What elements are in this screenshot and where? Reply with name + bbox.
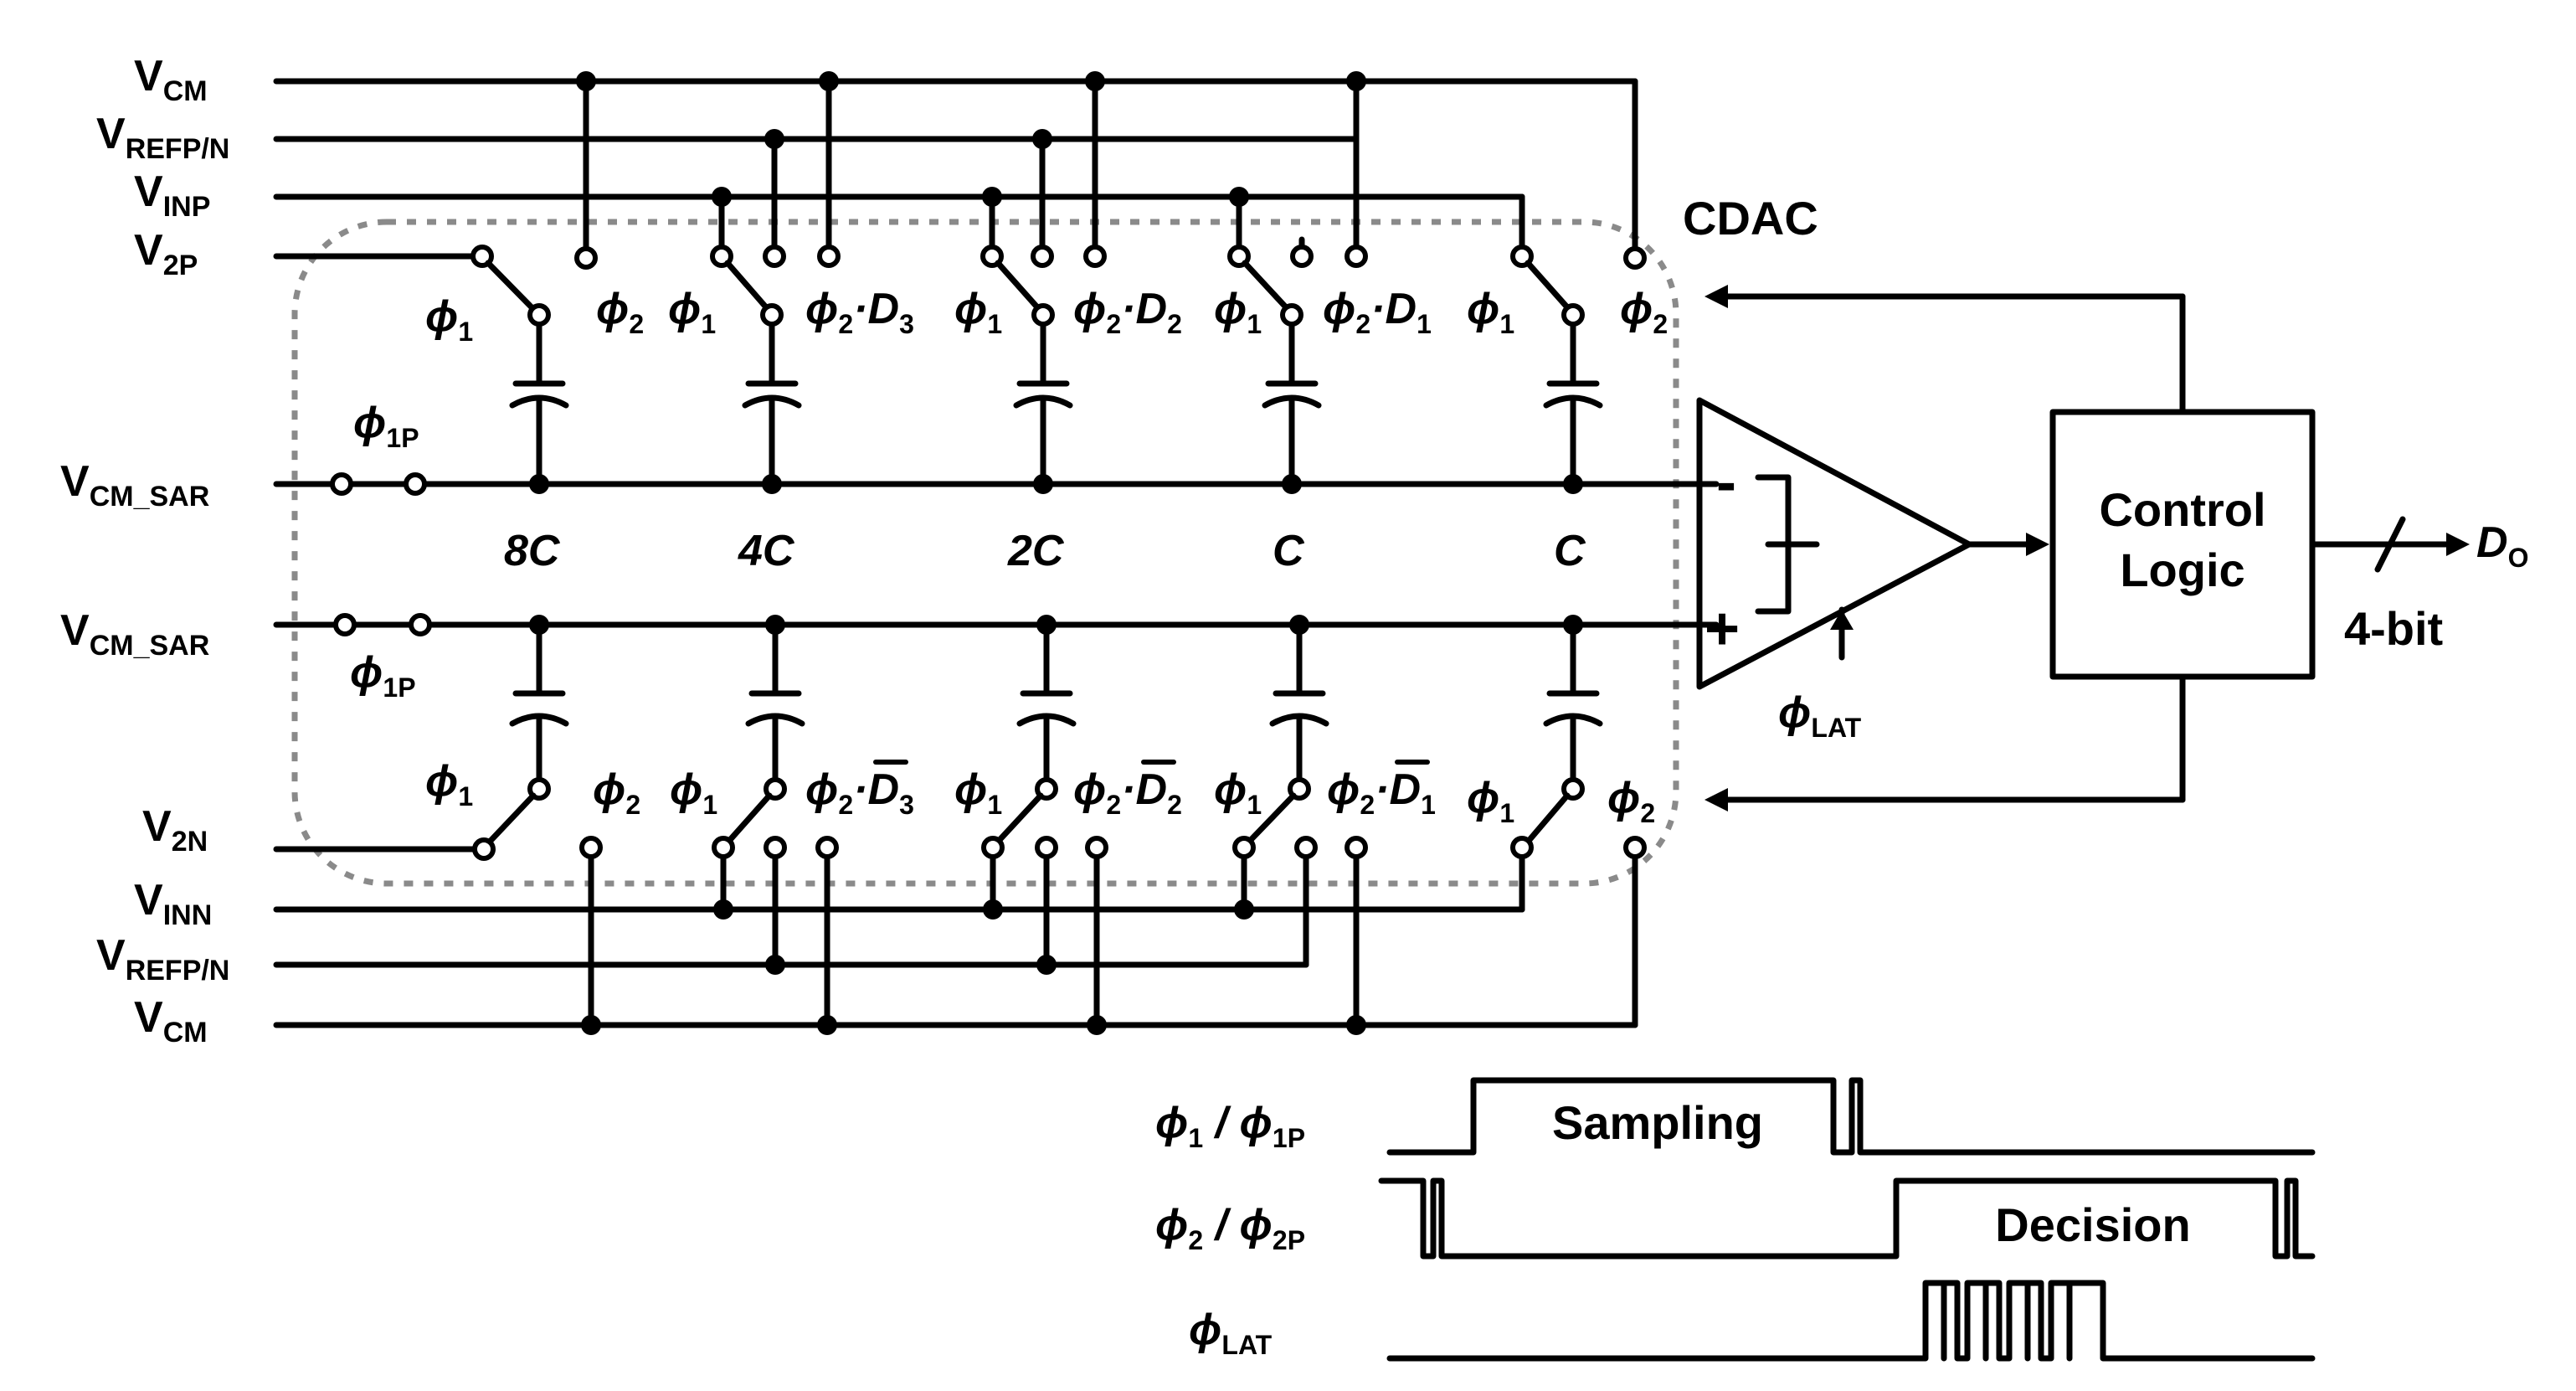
label-vcm-top: VCM (134, 52, 208, 107)
phi-lat-arrow-head (1830, 610, 1854, 630)
col3-bottom-switch-arm (1247, 792, 1297, 844)
label-col3-bottom-phi2d: ϕ2·D1 (1327, 765, 1436, 820)
bottom-rail-labels: V2N VINN VREFP/N VCM (96, 802, 229, 1048)
col2-bottom-switch-arm (995, 792, 1044, 844)
label-cap-c2: C (1554, 527, 1586, 575)
label-col3-bottom-phi1: ϕ1 (1214, 765, 1262, 820)
label-vinp: VINP (134, 167, 210, 223)
label-col1-top-phi2d: ϕ2·D3 (805, 285, 914, 339)
col1-top-phi2d-terminal (817, 245, 841, 268)
timing-wave-phi2 (1378, 1177, 2316, 1260)
label-v2p: V2P (134, 226, 198, 281)
label-col4-bottom-phi2: ϕ2 (1607, 774, 1655, 828)
timing-label-phi2: ϕ2 / ϕ2P (1155, 1201, 1305, 1255)
label-col2-bottom-phi1: ϕ1 (954, 765, 1002, 820)
label-col1-bottom-phi2d: ϕ2·D3 (805, 765, 914, 820)
col4-top-switch-arm (1525, 260, 1571, 312)
capacitor-labels: 8C 4C 2C C C (504, 527, 1586, 575)
label-cap-2c: 2C (1007, 527, 1065, 575)
bottom-rails (273, 846, 1638, 1028)
timing-diagram: ϕ1 / ϕ1P Sampling ϕ2 / ϕ2P Decision ϕLAT (1155, 1077, 2316, 1362)
timing-wave-phi1 (1386, 1077, 2316, 1156)
col0-bottom-switch-arm (486, 792, 537, 846)
top-rails (273, 78, 1638, 261)
label-cap-8c: 8C (504, 527, 561, 575)
label-col0-bottom-phi2: ϕ2 (593, 765, 640, 820)
label-vcm-sar-top: VCM_SAR (60, 457, 209, 513)
output-arrow (2446, 533, 2470, 556)
label-phi1p-bottom: ϕ1P (350, 648, 416, 703)
col0-top-switch-arm (485, 260, 537, 313)
label-col4-top-phi2: ϕ2 (1620, 285, 1668, 339)
label-vinn: VINN (134, 876, 212, 931)
label-col0-bottom-phi1: ϕ1 (425, 757, 473, 811)
label-vrefpn-bottom: VREFP/N (96, 931, 229, 987)
col2-top-switch-arm (995, 260, 1041, 312)
label-phi-lat-comparator: ϕLAT (1778, 688, 1862, 743)
control-logic-line2: Logic (2120, 544, 2244, 596)
label-col2-bottom-phi2d: ϕ2·D2 (1073, 765, 1182, 820)
comparator-output-arrow (2026, 533, 2049, 556)
col0-top-phi2-terminal (574, 246, 598, 270)
column-c-2 (1510, 193, 1647, 913)
label-col1-top-phi1: ϕ1 (668, 285, 716, 339)
timing-label-decision: Decision (1995, 1198, 2190, 1251)
label-col4-top-phi1: ϕ1 (1467, 285, 1514, 339)
label-col3-top-phi2d: ϕ2·D1 (1323, 285, 1432, 339)
vcmsar-top-terminal-left (330, 472, 353, 496)
top-rail-labels: VCM VREFP/N VINP V2P (96, 52, 229, 281)
label-col1-bottom-phi1: ϕ1 (670, 765, 717, 820)
label-col2-top-phi2d: ϕ2·D2 (1073, 285, 1182, 339)
vcmsar-bottom-terminal-right (409, 613, 432, 636)
label-phi1p-top: ϕ1P (353, 399, 419, 453)
col1-top-switch-arm (724, 260, 770, 312)
label-cap-4c: 4C (738, 527, 795, 575)
label-vcm-sar-bottom: VCM_SAR (60, 606, 209, 662)
col1-top-phi2-terminal (763, 245, 786, 268)
column-2c (980, 71, 1108, 1035)
label-col4-bottom-phi1: ϕ1 (1467, 774, 1514, 828)
column-8c (470, 71, 603, 1035)
cdac-label: CDAC (1683, 192, 1818, 245)
common-nodes (273, 472, 1720, 636)
top-switch-labels: ϕ1 ϕ2 ϕ1 ϕ2·D3 ϕ1 ϕ2·D2 ϕ1 ϕ2·D1 ϕ1 ϕ2 (425, 285, 1668, 347)
column-4c (710, 71, 841, 1035)
comparator-triangle (1696, 397, 1972, 690)
comparator-minus: - (1716, 449, 1736, 516)
timing-label-philat: ϕLAT (1189, 1306, 1273, 1360)
col4-bottom-switch-arm (1525, 792, 1571, 844)
label-col2-top-phi1: ϕ1 (954, 285, 1002, 339)
col3-top-switch-arm (1242, 260, 1290, 312)
feedback-top-arrow (1704, 285, 1728, 308)
timing-label-phi1: ϕ1 / ϕ1P (1155, 1099, 1305, 1153)
label-vcm-bottom: VCM (134, 993, 208, 1048)
comparator: - + ϕLAT (1696, 397, 2049, 743)
bottom-switch-labels: ϕ1 ϕ2 ϕ1 ϕ2·D3 ϕ1 ϕ2·D2 ϕ1 ϕ2·D1 ϕ1 ϕ2 (425, 757, 1655, 828)
label-cap-c1: C (1273, 527, 1305, 575)
bus-slash (2374, 516, 2406, 573)
timing-label-sampling: Sampling (1552, 1096, 1763, 1149)
label-col0-top-phi1: ϕ1 (425, 292, 473, 347)
label-output-do: DO (2476, 518, 2528, 573)
comparator-plus: + (1704, 595, 1740, 662)
label-output-bits: 4-bit (2344, 602, 2443, 655)
label-vrefpn-top: VREFP/N (96, 110, 229, 165)
cdac-boundary (291, 219, 1679, 887)
label-col3-top-phi1: ϕ1 (1214, 285, 1262, 339)
col0-bottom-phi2-terminal (579, 836, 603, 859)
feedback-bottom-arrow (1704, 788, 1728, 811)
col0-top-pivot (527, 303, 551, 327)
label-col0-top-phi2: ϕ2 (596, 285, 644, 339)
timing-wave-philat (1386, 1280, 2316, 1362)
vcmsar-top-terminal-right (404, 472, 427, 496)
column-c-1 (1227, 71, 1368, 1035)
col0-bottom-phi1-terminal (472, 837, 496, 861)
vcmsar-bottom-terminal-left (333, 613, 357, 636)
control-logic: Control Logic DO 4-bit (1704, 285, 2528, 811)
col1-top-pivot (760, 303, 784, 327)
col1-bottom-switch-arm (726, 792, 773, 844)
label-v2n: V2N (142, 802, 208, 858)
control-logic-line1: Control (2099, 483, 2265, 536)
